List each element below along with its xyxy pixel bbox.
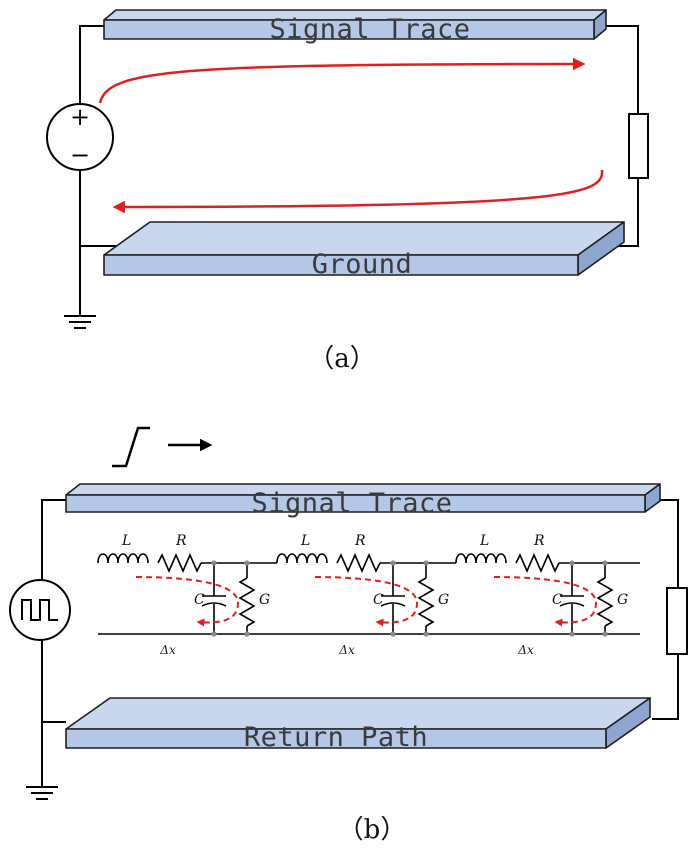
dc-voltage-source-icon: + − bbox=[46, 103, 114, 171]
step-edge-arrow-icon bbox=[112, 426, 213, 468]
rlgc-segment: L R C G Δx bbox=[97, 533, 277, 657]
panel-b-wires bbox=[41, 499, 679, 787]
panel-a-ground-label: Ground bbox=[312, 249, 413, 280]
panel-b: Signal Trace Return Path bbox=[9, 426, 688, 845]
inductor-icon bbox=[455, 553, 507, 564]
capacitor-label: C bbox=[552, 592, 563, 608]
rlgc-segment: L R C G Δx bbox=[276, 533, 456, 657]
conductance-label: G bbox=[617, 592, 628, 608]
panel-b-ground-symbol-icon bbox=[26, 786, 58, 800]
source-plus-sign: + bbox=[70, 103, 90, 131]
panel-a-signal-trace bbox=[103, 9, 607, 40]
resistor-zigzag-icon bbox=[515, 553, 560, 573]
conductance-label: G bbox=[259, 592, 270, 608]
panel-b-caption: （b） bbox=[338, 815, 407, 845]
delta-x-label: Δx bbox=[159, 643, 176, 657]
conductance-label: G bbox=[438, 592, 449, 608]
inductor-icon bbox=[97, 553, 149, 564]
panel-a-wires bbox=[79, 25, 639, 316]
forward-current-arrow bbox=[98, 57, 586, 104]
source-minus-sign: − bbox=[70, 141, 90, 169]
capacitor-label: C bbox=[194, 592, 205, 608]
conductance-zigzag-icon bbox=[596, 577, 614, 627]
panel-b-load-resistor-icon bbox=[666, 587, 688, 655]
inductor-label: L bbox=[300, 533, 310, 549]
panel-a-ground-plane bbox=[103, 221, 625, 276]
delta-x-label: Δx bbox=[517, 643, 534, 657]
resistor-label: R bbox=[533, 533, 545, 549]
panel-a-signal-label: Signal Trace bbox=[269, 14, 470, 45]
resistor-icon bbox=[628, 113, 649, 179]
resistor-label: R bbox=[354, 533, 366, 549]
panel-b-signal-label: Signal Trace bbox=[251, 488, 452, 519]
resistor-zigzag-icon bbox=[157, 553, 202, 573]
panel-b-return-path bbox=[65, 697, 651, 749]
capacitor-label: C bbox=[373, 592, 384, 608]
delta-x-label: Δx bbox=[338, 643, 355, 657]
ground-symbol-icon bbox=[64, 315, 96, 329]
inductor-icon bbox=[276, 553, 328, 564]
panel-a: Signal Trace Ground + − （a） bbox=[46, 9, 649, 374]
rlgc-segment: L R C G Δx bbox=[455, 533, 640, 657]
inductor-label: L bbox=[479, 533, 489, 549]
panel-a-caption: （a） bbox=[308, 344, 376, 374]
square-wave-source-icon bbox=[9, 579, 71, 641]
resistor-label: R bbox=[175, 533, 187, 549]
panel-b-return-label: Return Path bbox=[244, 722, 428, 753]
inductor-label: L bbox=[121, 533, 131, 549]
conductance-zigzag-icon bbox=[417, 577, 435, 627]
return-current-arrow bbox=[112, 169, 604, 214]
resistor-zigzag-icon bbox=[336, 553, 381, 573]
panel-b-signal-trace bbox=[65, 483, 661, 513]
conductance-zigzag-icon bbox=[238, 577, 256, 627]
